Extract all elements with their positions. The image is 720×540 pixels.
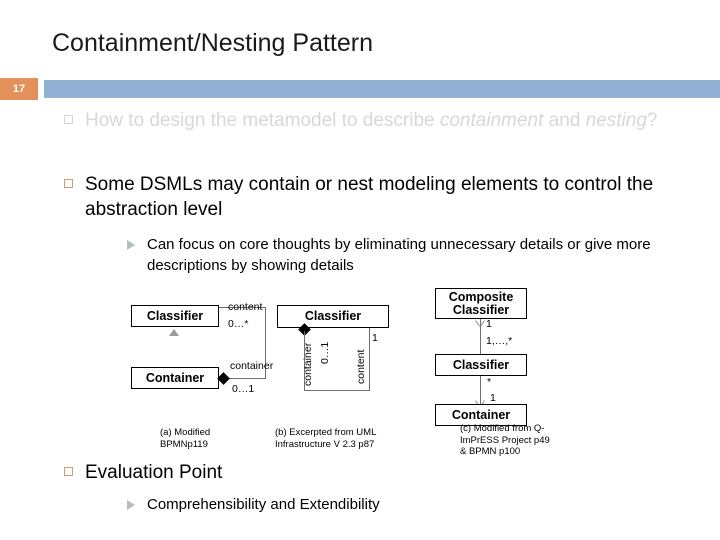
self-assoc-line-bottom [304,390,370,391]
container-box: Container [435,404,527,426]
generalization-triangle-icon [169,329,179,336]
container-multiplicity-label: 0…1 [232,383,255,395]
bullet-item-evaluation-point: Evaluation Point [64,460,464,485]
container-role-label: container [302,342,314,386]
header-band: 17 [0,78,720,100]
sub-bullet-text: Can focus on core thoughts by eliminatin… [147,236,651,274]
relation-line-top [480,319,481,357]
content-multiplicity-label: 0…* [228,318,249,330]
bullet-item-some-dsmls: Some DSMLs may contain or nest modeling … [64,172,694,222]
classifier-box: Classifier [435,354,527,376]
container-multiplicity-label: 0…1 [319,341,331,364]
assoc-line-horizontal [228,378,266,379]
container-box: Container [131,367,219,389]
bullet-item-how-to-design: How to design the metamodel to describe … [64,108,684,133]
header-band-bar [44,80,720,98]
square-outline-marker [64,115,73,124]
self-assoc-line-left [304,331,305,391]
page-title: Containment/Nesting Pattern [52,29,374,57]
content-role-label: content [228,301,263,313]
sub-bullet-item-comprehensibility: Comprehensibility and Extendibility [126,494,586,515]
classifier-multiplicity-star-label: * [487,376,492,388]
caption-b: (b) Excerpted from UML Infrastructure V … [275,427,377,450]
composite-classifier-box: Composite Classifier [435,288,527,319]
sub-bullet-item-can-focus: Can focus on core thoughts by eliminatin… [126,234,696,276]
arrow-head-icon-top [476,320,485,328]
arrow-marker-icon [126,239,138,251]
self-assoc-line-right [369,328,370,390]
caption-a: (a) Modified BPMNp119 [160,427,211,450]
classifier-box: Classifier [131,305,219,327]
assoc-line-vertical [265,307,266,378]
slide-number-badge: 17 [0,78,38,100]
composite-multiplicity-bottom-label: 1,…,* [486,335,513,347]
classifier-box: Classifier [277,305,389,328]
uml-figure-group: Classifier Container content 0…* contain… [0,282,720,462]
arrow-marker-icon [126,499,138,511]
caption-c: (c) Modified from Q- ImPrESS Project p49… [460,423,550,457]
container-role-label: container [230,360,274,372]
sub-bullet-text: Comprehensibility and Extendibility [147,496,380,513]
assoc-line-top [219,307,266,308]
content-role-label: content [355,349,367,384]
bullet-text: How to design the metamodel to describe … [85,110,658,131]
square-outline-marker [64,467,73,476]
content-multiplicity-label: 1 [372,332,378,344]
composite-multiplicity-top-label: 1 [486,318,492,330]
bullet-text: Evaluation Point [85,462,223,483]
relation-line-bottom [480,376,481,408]
square-outline-marker [64,179,73,188]
composition-diamond-icon [217,372,230,385]
container-multiplicity-one-label: 1 [490,392,496,404]
bullet-text: Some DSMLs may contain or nest modeling … [85,174,654,220]
